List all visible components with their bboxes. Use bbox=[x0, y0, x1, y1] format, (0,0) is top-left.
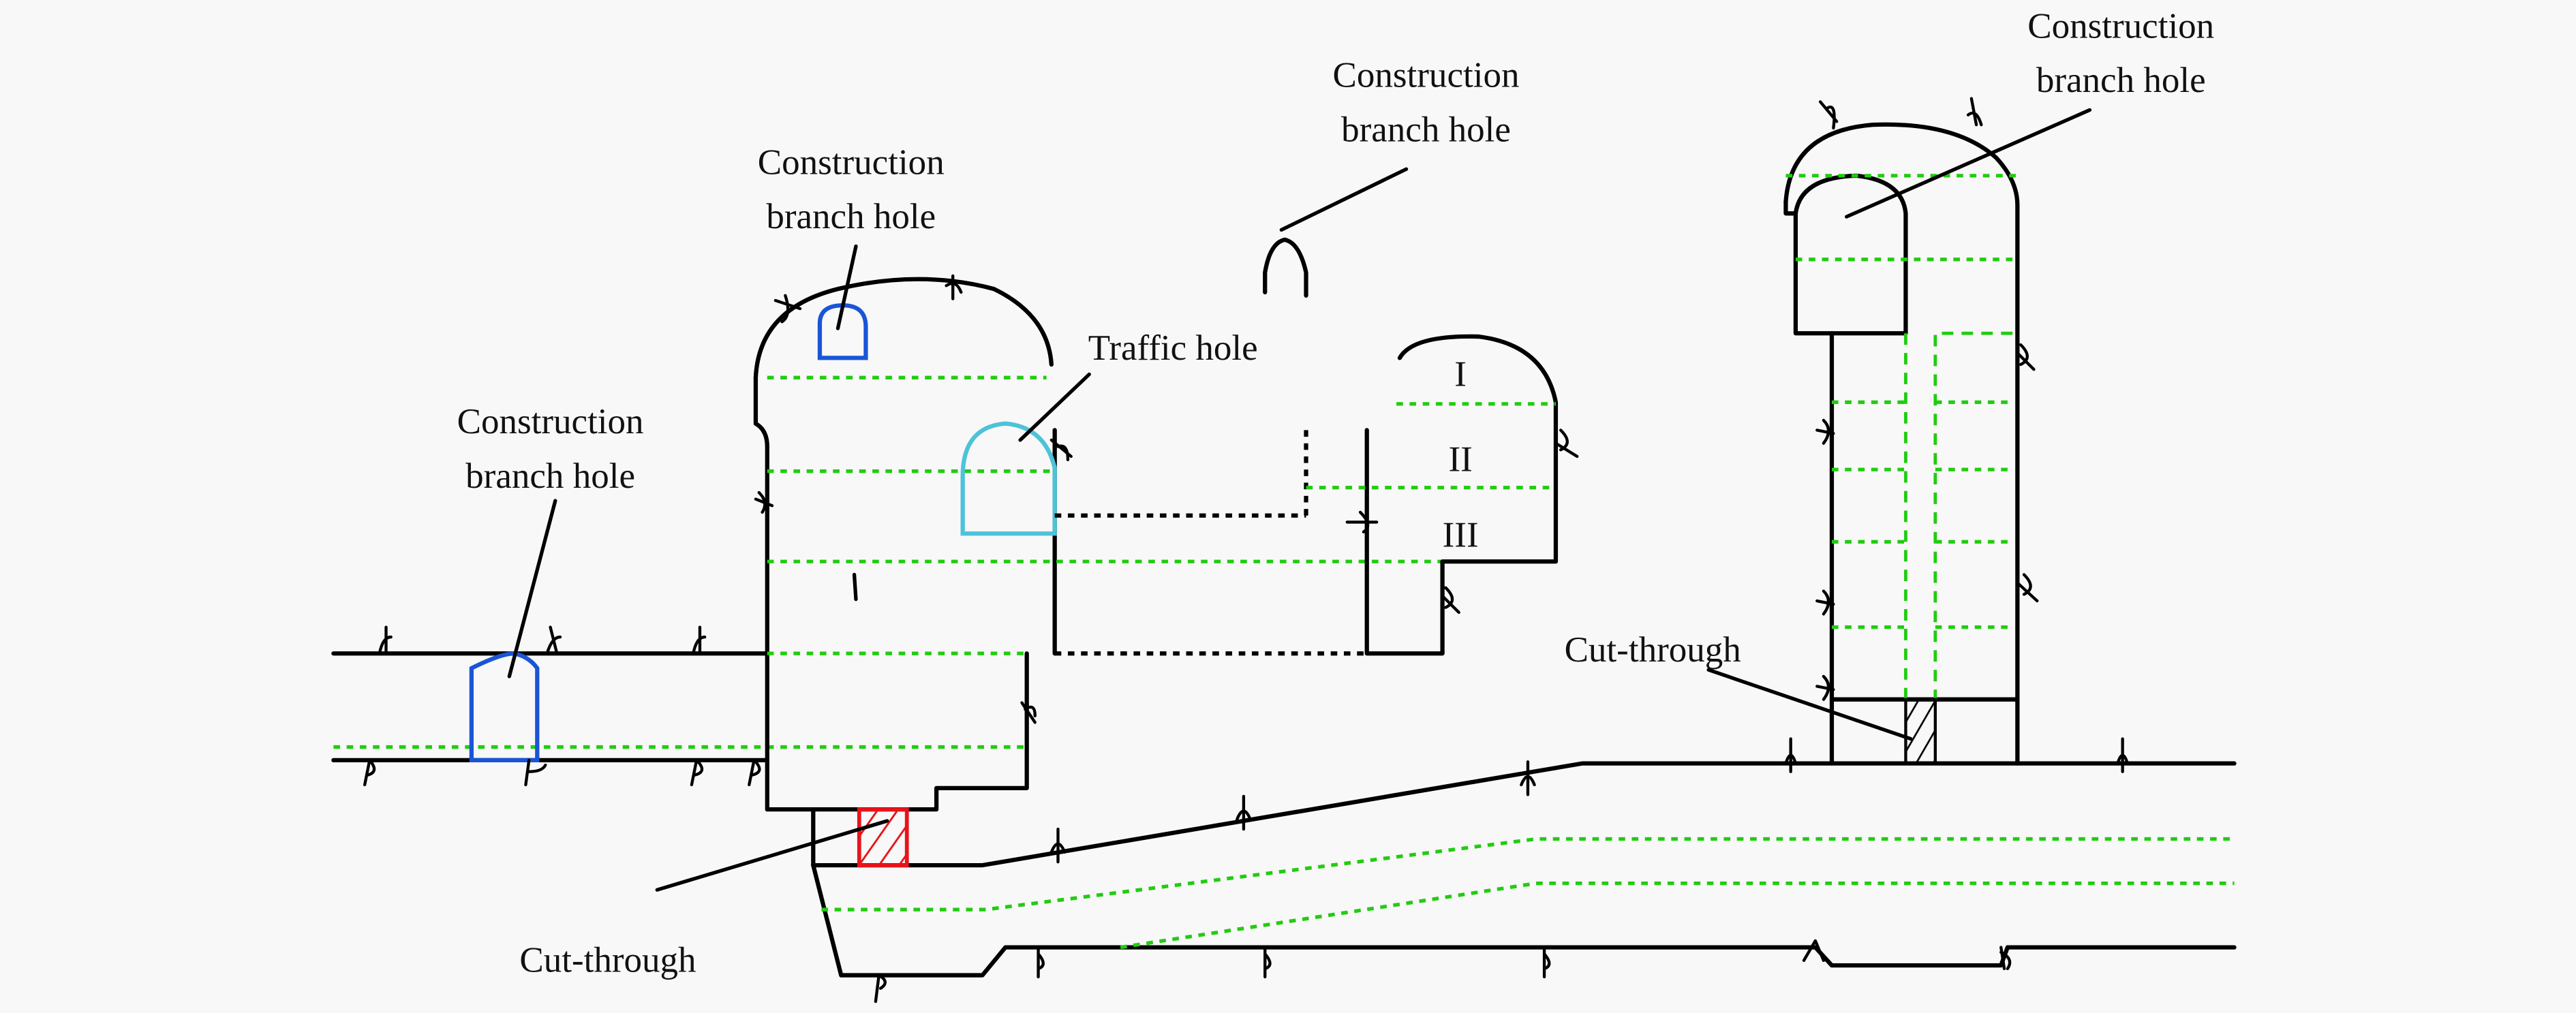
right-tower bbox=[1783, 122, 2020, 766]
rock-bolt-icon bbox=[1263, 946, 1272, 979]
leader-lines bbox=[507, 108, 2092, 892]
leader-line-tower-branch bbox=[1844, 108, 2092, 219]
rock-bolt-icon bbox=[1966, 97, 1983, 127]
label-branch-hole-left-line1: Construction bbox=[457, 402, 644, 441]
rock-bolt-icon bbox=[1037, 946, 1045, 979]
rock-bolt-icon bbox=[1049, 438, 1073, 461]
rock-bolt-icon bbox=[874, 973, 887, 1003]
leader-line-chamber-branch bbox=[835, 244, 858, 330]
rock-bolt-icon bbox=[773, 294, 802, 324]
rock-bolt-icon bbox=[2016, 573, 2039, 603]
rock-bolt-icon bbox=[690, 758, 704, 787]
traffic-hole-outline bbox=[960, 421, 1057, 536]
rock-bolt-icon bbox=[363, 758, 376, 787]
rock-bolt-icon bbox=[1554, 428, 1579, 458]
leader-line-mid-branch bbox=[1279, 167, 1409, 232]
label-branch-hole-tower-line1: Construction bbox=[2027, 6, 2214, 46]
rock-bolt-icon bbox=[524, 758, 547, 787]
rock-bolt-icon bbox=[1345, 510, 1379, 534]
rock-bolt-icon bbox=[1815, 418, 1835, 445]
rock-bolt-icon bbox=[1818, 100, 1839, 130]
mid-branch-hole-arch bbox=[1263, 237, 1308, 298]
label-branch-hole-left-line2: branch hole bbox=[465, 456, 635, 496]
rock-bolt-icon bbox=[1815, 674, 1835, 701]
rock-bolt-icon bbox=[378, 625, 393, 655]
rock-bolt-icon bbox=[2116, 737, 2130, 773]
main-chamber-wall bbox=[753, 375, 1029, 812]
tower-branch-hole bbox=[1783, 173, 1908, 336]
rock-bolt-icon bbox=[2016, 343, 2036, 371]
rock-bolt-icon bbox=[1802, 939, 1826, 963]
rock-bolt-icon bbox=[1999, 946, 2012, 971]
rock-bolt-icon bbox=[1784, 737, 1798, 773]
label-branch-hole-chamber-line1: Construction bbox=[758, 142, 945, 182]
label-branch-hole-mid-line1: Construction bbox=[1333, 56, 1520, 95]
label-cut-through-right: Cut-through bbox=[1565, 630, 1741, 670]
leader-line-cut-through-bottom bbox=[655, 819, 889, 892]
rock-bolt-icon bbox=[545, 625, 562, 655]
text-labels: Construction branch hole Construction br… bbox=[457, 6, 2215, 980]
rock-bolt-icon bbox=[1049, 827, 1067, 864]
rock-bolt-icon bbox=[1441, 586, 1460, 614]
rock-bolt-icon bbox=[1020, 701, 1037, 724]
leader-line-stub bbox=[852, 572, 858, 602]
bench-label-1: I bbox=[1454, 354, 1467, 394]
label-traffic-hole: Traffic hole bbox=[1088, 328, 1258, 368]
bench-label-2: II bbox=[1448, 440, 1472, 480]
rock-bolt-icon bbox=[1520, 760, 1536, 796]
tower-pilot-line bbox=[1933, 331, 2013, 700]
leader-line-cut-through-right bbox=[1706, 668, 1913, 741]
main-chamber-arch bbox=[753, 277, 1054, 380]
leader-line-traffic-hole bbox=[1018, 372, 1091, 442]
cut-through-hatch-right bbox=[1904, 698, 1937, 765]
lower-tunnel-excavation-line bbox=[1120, 881, 2235, 950]
rock-bolt-symbols bbox=[363, 97, 2130, 1003]
bench-label-3: III bbox=[1443, 516, 1479, 555]
rock-bolt-icon bbox=[1236, 794, 1252, 831]
label-cut-through-bottom: Cut-through bbox=[519, 941, 696, 980]
cut-through-hatch-main bbox=[857, 807, 909, 867]
rock-bolt-icon bbox=[754, 490, 774, 514]
leader-line-left-branch bbox=[507, 499, 557, 679]
main-chamber bbox=[753, 277, 1443, 812]
left-tunnel bbox=[331, 651, 1027, 762]
left-branch-hole-outline bbox=[469, 651, 540, 762]
rock-bolt-icon bbox=[945, 274, 963, 300]
label-branch-hole-mid-line2: branch hole bbox=[1341, 110, 1511, 149]
tower-outer-lining bbox=[1783, 122, 2020, 766]
label-branch-hole-chamber-line2: branch hole bbox=[766, 197, 936, 236]
lower-tunnel bbox=[811, 761, 2237, 978]
planned-connector bbox=[1054, 237, 1364, 656]
lower-tunnel-bottom-lining bbox=[811, 862, 2237, 978]
bench-section: I II III bbox=[1306, 334, 1559, 656]
rock-bolt-icon bbox=[748, 758, 761, 787]
label-branch-hole-tower-line2: branch hole bbox=[2036, 61, 2206, 100]
rock-bolt-icon bbox=[1815, 589, 1835, 616]
rock-bolt-icon bbox=[1542, 946, 1551, 979]
lower-tunnel-excavation-line bbox=[821, 837, 2235, 911]
rock-bolt-icon bbox=[692, 625, 707, 655]
